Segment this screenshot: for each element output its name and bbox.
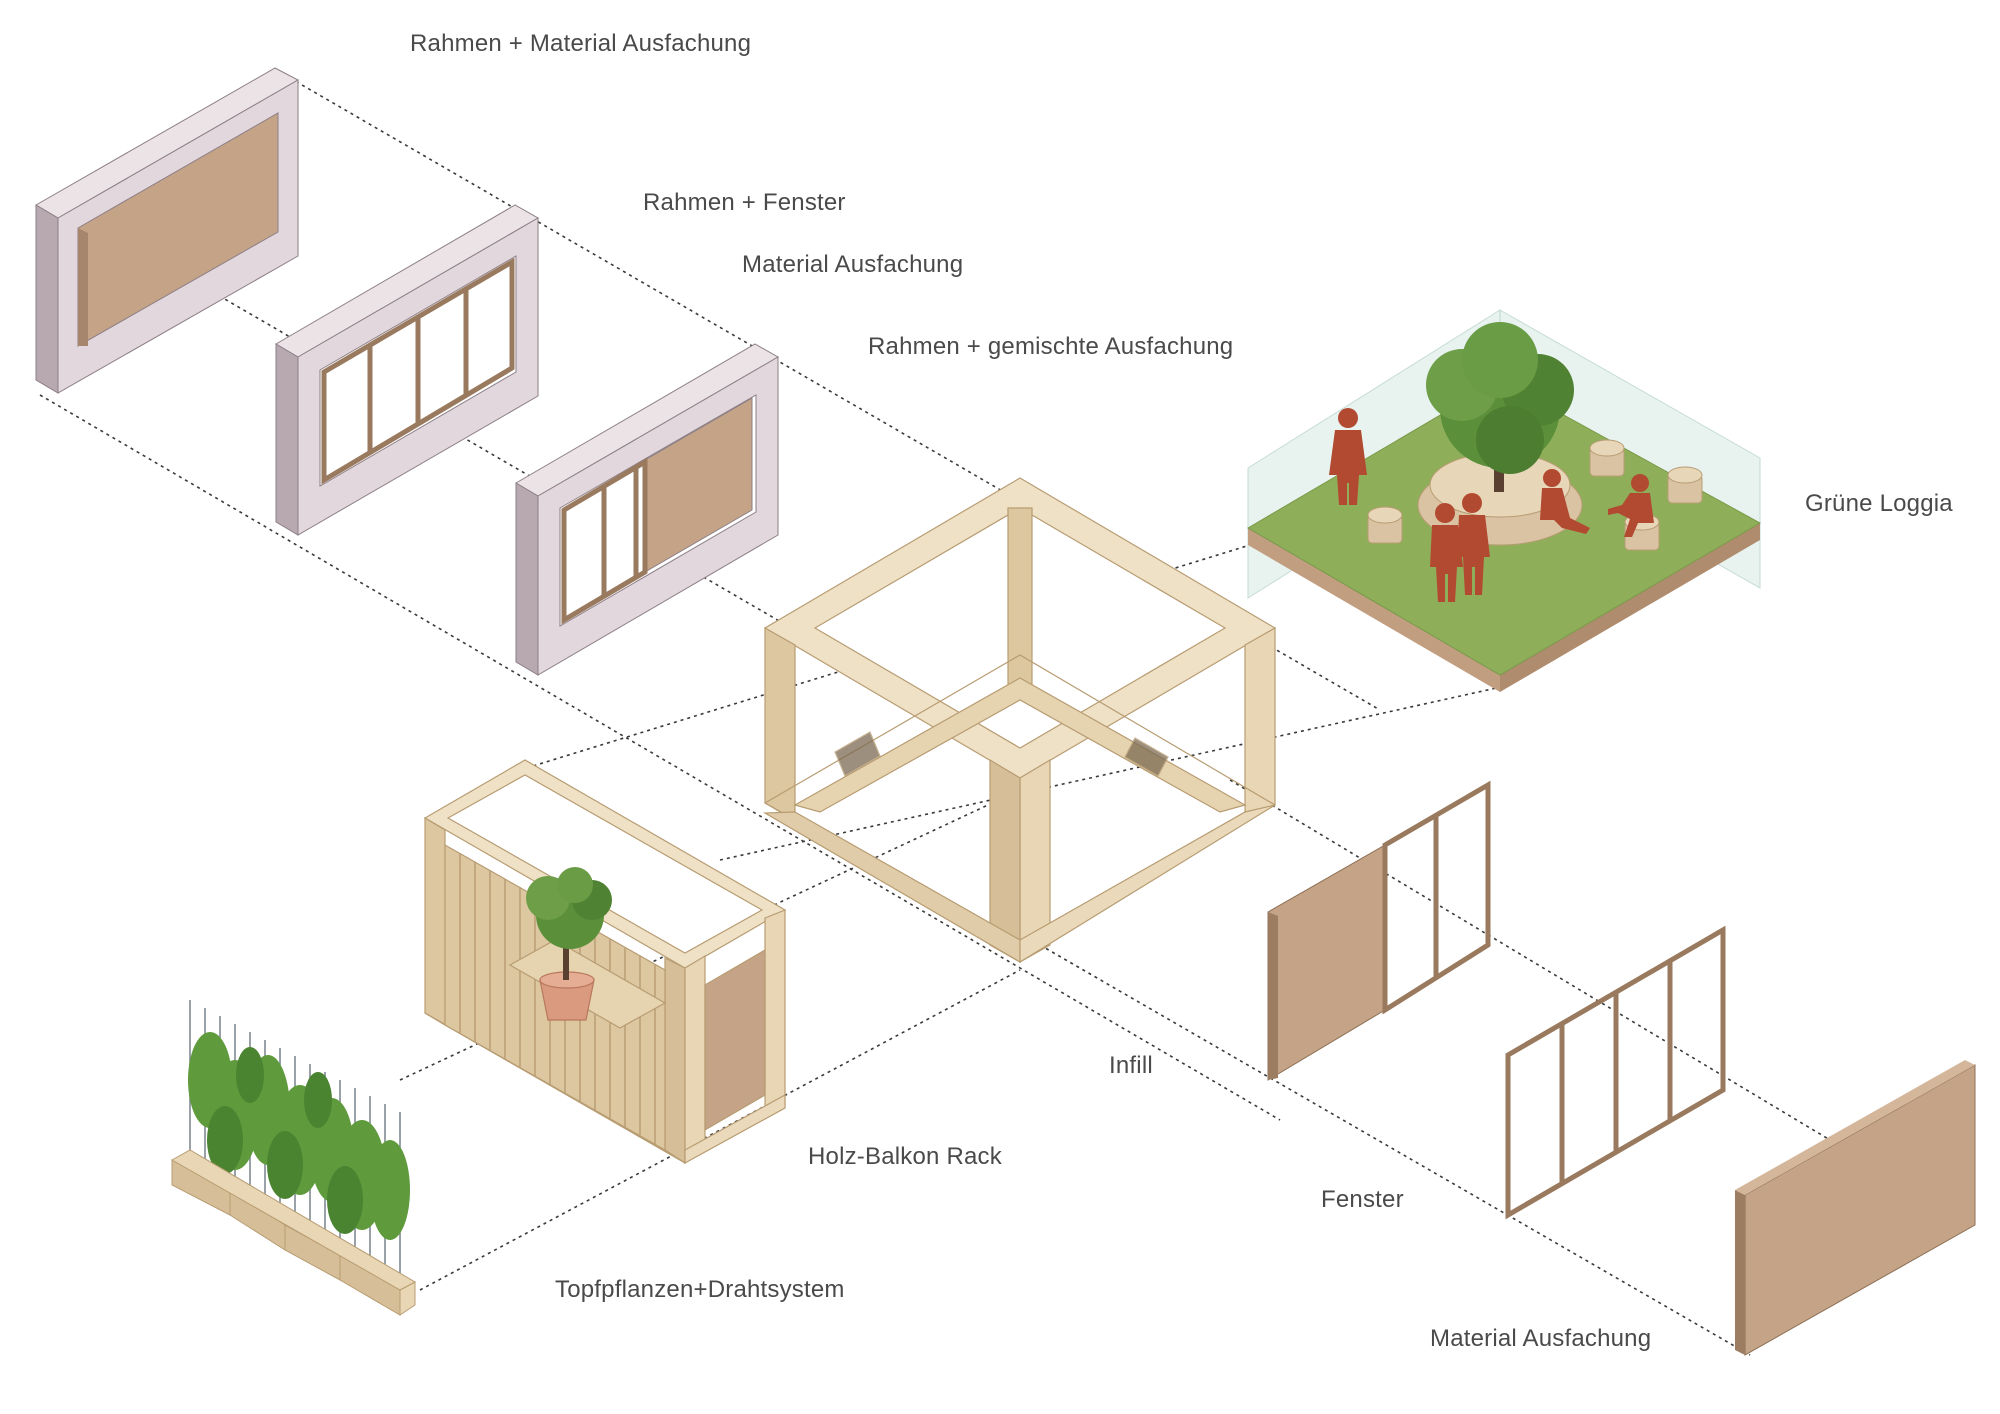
label-green-loggia: Grüne Loggia <box>1805 490 1953 518</box>
green-loggia <box>1248 310 1760 692</box>
window-frame-lower <box>1508 930 1723 1215</box>
panel-frame-material <box>36 68 298 393</box>
label-material-infill-top: Material Ausfachung <box>742 251 963 279</box>
label-window: Fenster <box>1321 1186 1404 1214</box>
panel-frame-window <box>276 205 538 535</box>
label-frame-mixed: Rahmen + gemischte Ausfachung <box>868 333 1233 361</box>
timber-cube-frame <box>765 478 1275 962</box>
timber-balcony-rack <box>425 760 785 1163</box>
infill-window-set <box>1268 785 1488 1080</box>
label-infill: Infill <box>1109 1052 1153 1080</box>
label-potted-plants: Topfpflanzen+Drahtsystem <box>555 1276 845 1304</box>
label-frame-material: Rahmen + Material Ausfachung <box>410 30 751 58</box>
potted-plants-wire-system <box>172 1000 415 1315</box>
label-frame-window: Rahmen + Fenster <box>643 189 846 217</box>
label-material-infill-bottom: Material Ausfachung <box>1430 1325 1651 1353</box>
label-timber-balcony: Holz-Balkon Rack <box>808 1143 1002 1171</box>
panel-frame-mixed <box>516 344 778 675</box>
